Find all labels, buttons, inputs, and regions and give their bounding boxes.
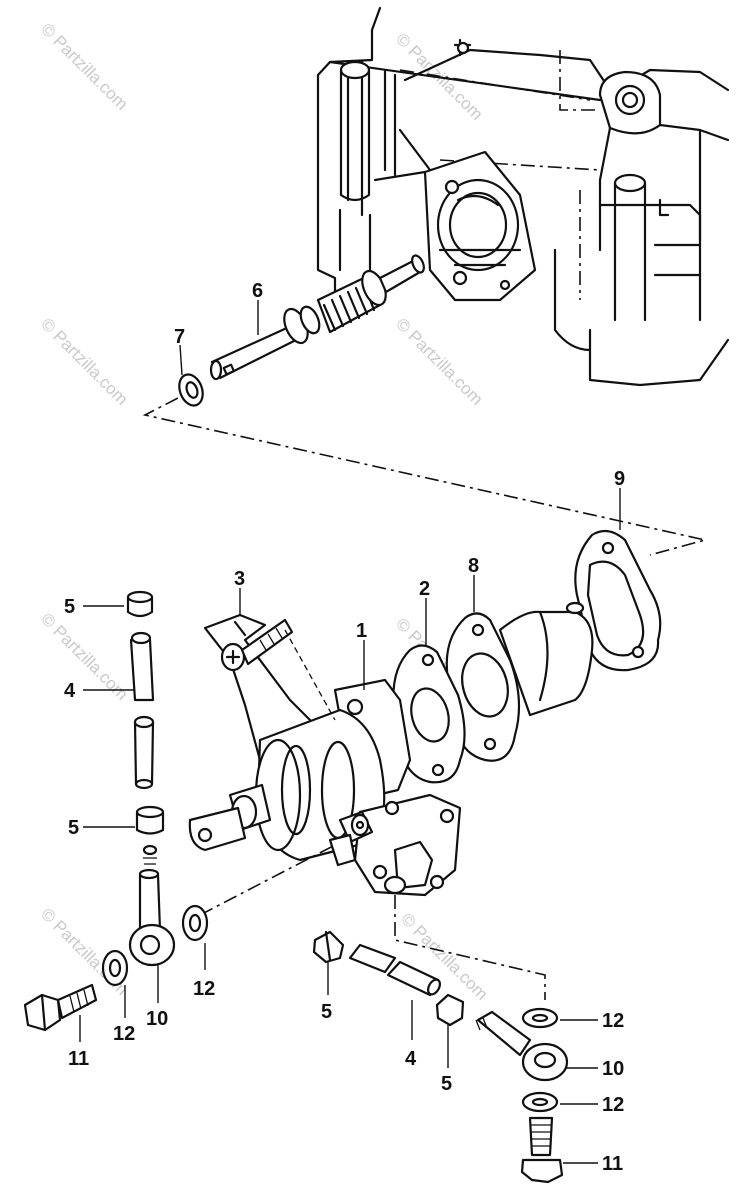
assembly-line [142, 397, 706, 556]
callout-label: 9 [614, 468, 625, 490]
callout-label: 12 [602, 1010, 624, 1032]
callout-label: 12 [602, 1094, 624, 1116]
callout-label: 10 [146, 1008, 168, 1030]
callout-label: 4 [405, 1048, 417, 1070]
callout-label: 4 [64, 680, 76, 702]
callout-label: 2 [419, 578, 430, 600]
watermark: © Partzilla.com [392, 314, 486, 408]
guide-line [199, 844, 336, 916]
cap-5-mid-left [135, 805, 165, 835]
callout-label: 1 [356, 620, 367, 642]
washer-12-right-a [521, 1007, 559, 1029]
watermark: © Partzilla.com [37, 19, 131, 113]
callout-label: 5 [441, 1073, 452, 1095]
cap-5-bottom-left [312, 930, 345, 964]
banjo-fitting-10-left [128, 844, 176, 967]
callout-label: 11 [68, 1048, 89, 1070]
banjo-bolt-11-left [23, 983, 98, 1032]
banjo-fitting-10-right [475, 1010, 569, 1082]
gasket-9 [574, 529, 662, 672]
drive-shaft-gear [209, 254, 425, 381]
watermark: © Partzilla.com [37, 314, 131, 408]
cap-5-top-left [126, 590, 154, 618]
cap-5-bottom-right [435, 993, 465, 1027]
callout-label: 3 [234, 568, 245, 590]
callout-label: 12 [113, 1023, 135, 1045]
callout-label: 11 [602, 1153, 623, 1175]
oil-pump-body [188, 601, 594, 897]
washer-7 [178, 373, 204, 407]
washer-12-left-b [101, 949, 129, 987]
banjo-bolt-11-right [520, 1116, 564, 1184]
callout-label: 8 [468, 555, 479, 577]
callout-label: 5 [64, 596, 75, 618]
callout-label: 5 [321, 1001, 332, 1023]
washer-12-left-a [181, 904, 209, 942]
pipe-4-left [129, 631, 155, 790]
watermark: © Partzilla.com [397, 909, 491, 1003]
callout-label: 12 [193, 978, 215, 1000]
washer-12-right-b [521, 1091, 559, 1113]
engine-case [316, 6, 730, 387]
bolt-3 [220, 618, 336, 721]
callout-label: 7 [174, 326, 185, 348]
callout-label: 6 [252, 280, 263, 302]
callout-label: 5 [68, 817, 79, 839]
callout-labels: 1 2 3 4 4 5 5 5 5 6 7 8 9 10 10 11 11 12… [64, 280, 625, 1175]
callout-label: 10 [602, 1058, 624, 1080]
pipe-4-bottom [348, 943, 441, 997]
leader-lines [79, 300, 621, 1164]
